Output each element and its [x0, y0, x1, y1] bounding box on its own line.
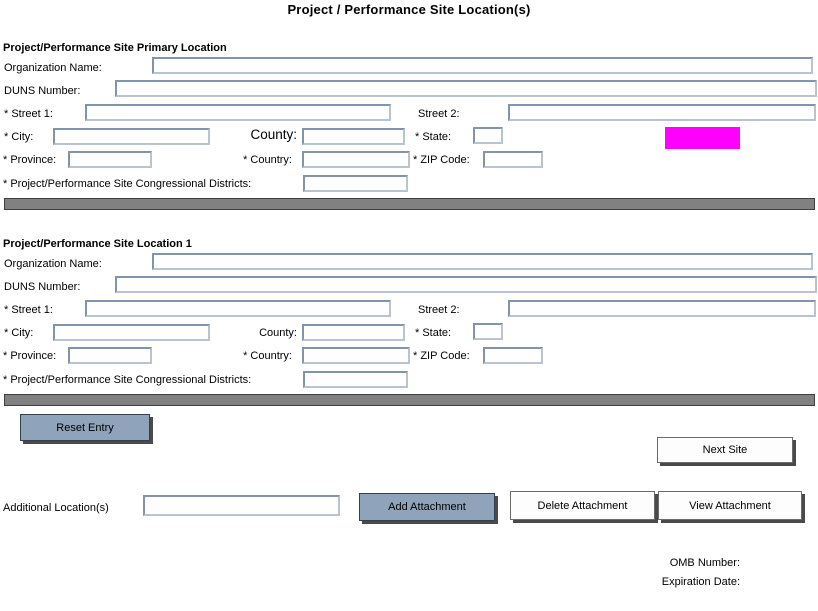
city-label: * City:: [4, 327, 34, 339]
organization-name-label: Organization Name:: [4, 62, 102, 74]
street1-label: * Street 1:: [4, 304, 53, 316]
additional-locations-label: Additional Location(s): [3, 502, 109, 514]
county-label: County:: [259, 327, 297, 339]
country-label: * Country:: [243, 154, 292, 166]
page-title: Project / Performance Site Location(s): [287, 2, 531, 17]
city-label: * City:: [4, 131, 34, 143]
organization-name-label: Organization Name:: [4, 258, 102, 270]
duns-number-input[interactable]: [115, 276, 817, 293]
organization-name-input[interactable]: [152, 57, 813, 74]
section-primary-header: Project/Performance Site Primary Locatio…: [3, 42, 227, 54]
reset-entry-button[interactable]: Reset Entry: [20, 414, 150, 441]
zip-code-label: * ZIP Code:: [413, 350, 470, 362]
add-attachment-button[interactable]: Add Attachment: [359, 493, 495, 521]
province-input[interactable]: [68, 151, 152, 168]
city-input[interactable]: [53, 324, 210, 341]
province-label: * Province:: [3, 154, 57, 166]
organization-name-input[interactable]: [152, 253, 813, 270]
congressional-districts-input[interactable]: [303, 371, 408, 388]
view-attachment-button[interactable]: View Attachment: [658, 491, 802, 520]
next-site-button[interactable]: Next Site: [657, 437, 793, 463]
section-location-1: Project/Performance Site Location 1 Orga…: [0, 238, 818, 410]
expiration-date-label: Expiration Date:: [661, 576, 740, 588]
additional-locations-input[interactable]: [143, 495, 340, 516]
zip-code-input[interactable]: [483, 151, 543, 168]
state-label: * State:: [415, 327, 452, 339]
street1-label: * Street 1:: [4, 108, 53, 120]
county-label: County:: [250, 127, 297, 142]
magenta-highlight-box: [665, 127, 740, 149]
zip-code-input[interactable]: [483, 347, 543, 364]
street2-input[interactable]: [508, 104, 816, 121]
zip-code-label: * ZIP Code:: [413, 154, 470, 166]
province-label: * Province:: [3, 350, 57, 362]
state-input[interactable]: [473, 323, 503, 340]
omb-number-label: OMB Number:: [669, 557, 740, 569]
state-label: * State:: [415, 131, 452, 143]
congressional-districts-input[interactable]: [303, 175, 408, 192]
congressional-districts-label: * Project/Performance Site Congressional…: [3, 178, 252, 190]
province-input[interactable]: [68, 347, 152, 364]
street1-input[interactable]: [85, 104, 391, 121]
section-location1-header: Project/Performance Site Location 1: [3, 238, 192, 250]
country-input[interactable]: [302, 151, 410, 168]
street2-label: Street 2:: [418, 108, 460, 120]
delete-attachment-button[interactable]: Delete Attachment: [510, 491, 655, 520]
section-divider-bar: [4, 394, 815, 406]
street2-input[interactable]: [508, 300, 816, 317]
street1-input[interactable]: [85, 300, 391, 317]
county-input[interactable]: [302, 128, 405, 145]
duns-number-label: DUNS Number:: [4, 281, 81, 293]
country-label: * Country:: [243, 350, 292, 362]
state-input[interactable]: [473, 127, 503, 144]
congressional-districts-label: * Project/Performance Site Congressional…: [3, 374, 252, 386]
duns-number-label: DUNS Number:: [4, 85, 81, 97]
country-input[interactable]: [302, 347, 410, 364]
section-primary-location: Project/Performance Site Primary Locatio…: [0, 42, 818, 214]
duns-number-input[interactable]: [115, 80, 817, 97]
street2-label: Street 2:: [418, 304, 460, 316]
county-input[interactable]: [302, 324, 405, 341]
city-input[interactable]: [53, 128, 210, 145]
section-divider-bar: [4, 198, 815, 210]
